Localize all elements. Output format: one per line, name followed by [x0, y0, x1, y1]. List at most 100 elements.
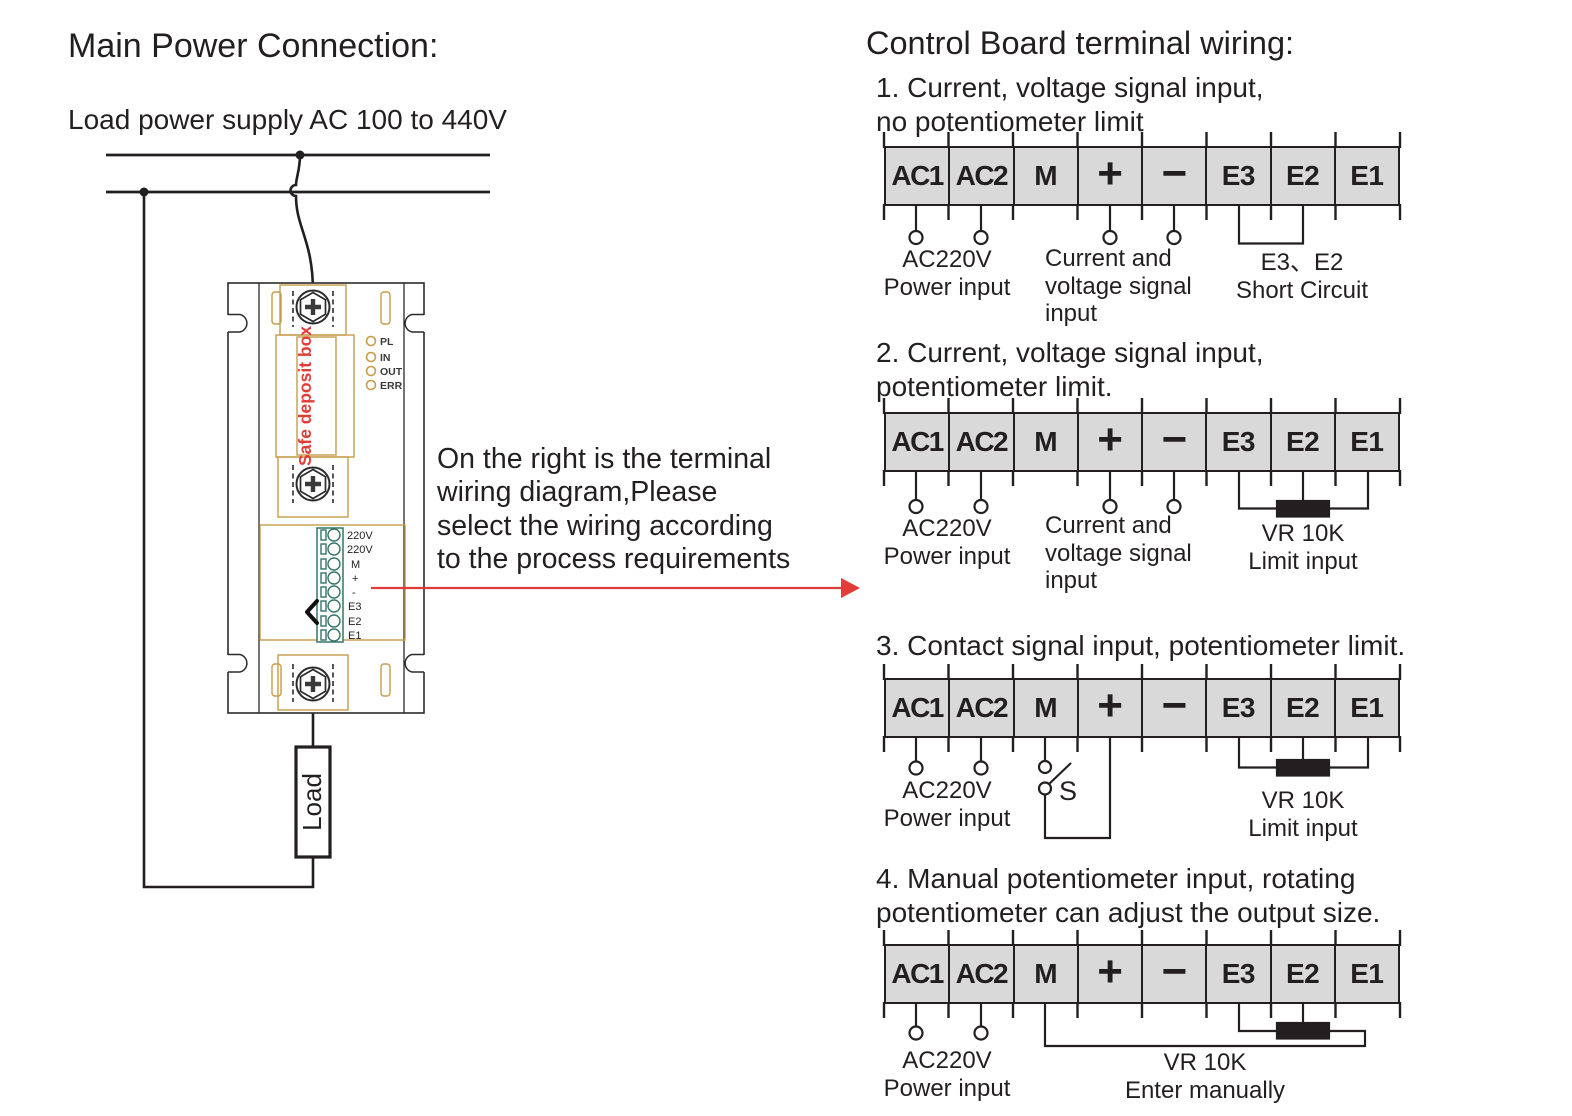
load-label: Load [297, 773, 327, 831]
terminal-cell-e3: E3 [1205, 148, 1269, 204]
heading-line: 1. Current, voltage signal input, [876, 72, 1264, 103]
note-line: to the process requirements [437, 543, 791, 576]
terminal-cell-e1: E1 [1333, 680, 1398, 736]
supply-label: Load power supply AC 100 to 440V [68, 104, 507, 135]
terminal-cell-ac1: AC1 [891, 958, 944, 989]
safe-deposit-box-label: Safe deposit box [295, 326, 315, 466]
terminal-cell-e3: E3 [1205, 946, 1269, 1002]
chevron-left-icon [305, 599, 319, 625]
device-terminal-label: 220V [347, 544, 373, 556]
strip3-ticks [882, 664, 1402, 752]
terminal-cell-e1: E1 [1333, 414, 1398, 470]
section4-wires [908, 1004, 1367, 1048]
load-box: Load [294, 745, 332, 859]
section1-heading: 1. Current, voltage signal input, no pot… [876, 71, 1264, 138]
terminal-cell-e2: E2 [1269, 946, 1334, 1002]
device-terminal-label: M [351, 559, 360, 571]
terminal-cell-minus: − [1141, 946, 1205, 1002]
short-circuit-bracket [1237, 206, 1305, 245]
led-label: PL [380, 336, 394, 348]
red-arrow [371, 578, 860, 598]
terminal-cell-plus: + [1076, 414, 1141, 470]
strip2-ticks [882, 398, 1402, 486]
device-terminal-label: 220V [347, 530, 373, 542]
section3-heading: 3. Contact signal input, potentiometer l… [876, 629, 1405, 663]
wire-return-loop [142, 192, 315, 889]
led-label: IN [380, 352, 391, 364]
section2-heading: 2. Current, voltage signal input, potent… [876, 336, 1264, 403]
device-terminal-block: 220V 220V M + - E3 E2 E1 [305, 527, 373, 643]
strip4-ticks [882, 930, 1402, 1018]
terminal-cell-e2: E2 [1269, 148, 1334, 204]
terminal-cell-e2: E2 [1269, 680, 1334, 736]
section2-wires [908, 472, 1370, 518]
heading-line: no potentiometer limit [876, 105, 1144, 137]
heading-line: 4. Manual potentiometer input, rotating [876, 863, 1356, 894]
terminal-cell-m: M [1012, 946, 1077, 1002]
terminal-strip-4: AC1 AC2 M + − E3 E2 E1 [884, 944, 1400, 1004]
terminal-strip-3: AC1 AC2 M + − E3 E2 E1 [884, 678, 1400, 738]
led-icon [365, 351, 377, 363]
terminal-strip-2: AC1 AC2 M + − E3 E2 E1 [884, 412, 1400, 472]
terminal-cell-plus: + [1076, 946, 1141, 1002]
device-terminal-label: - [352, 587, 356, 599]
heading-line: 2. Current, voltage signal input, [876, 337, 1264, 368]
terminal-cell-e1: E1 [1333, 148, 1398, 204]
screw-icon [295, 666, 331, 702]
terminal-cell-minus: − [1141, 680, 1205, 736]
section1-wires [908, 206, 1305, 246]
terminal-strip-1: AC1 AC2 M + − E3 E2 E1 [884, 146, 1400, 206]
section4-heading: 4. Manual potentiometer input, rotating … [876, 862, 1380, 929]
led-label: OUT [380, 366, 403, 378]
control-board-title: Control Board terminal wiring: [866, 25, 1295, 61]
terminal-cell-minus: − [1141, 414, 1205, 470]
terminal-cell-m: M [1012, 148, 1077, 204]
heading-line: 3. Contact signal input, potentiometer l… [876, 630, 1406, 661]
terminal-cell-e1: E1 [1333, 946, 1398, 1002]
screw-icon [295, 466, 331, 502]
note-line: wiring diagram,Please [437, 476, 718, 509]
terminal-cell-ac1: AC1 [891, 160, 944, 191]
device-terminal-label: E2 [348, 616, 361, 628]
manual-potentiometer [1043, 1004, 1367, 1048]
clamp-dashes [292, 291, 334, 702]
note-paragraph: On the right is the terminal wiring diag… [437, 443, 790, 577]
mounting-notches [226, 313, 426, 673]
potentiometer [1237, 472, 1370, 518]
led-icon [365, 379, 377, 391]
led-icon [365, 365, 377, 377]
terminal-cell-ac2: AC2 [948, 414, 1012, 470]
potentiometer [1237, 738, 1370, 777]
terminal-cell-ac2: AC2 [948, 148, 1012, 204]
heading-line: potentiometer can adjust the output size… [876, 896, 1381, 928]
terminal-cell-e2: E2 [1269, 414, 1334, 470]
terminal-cell-m: M [1012, 680, 1077, 736]
device-terminal-label: E3 [348, 601, 361, 613]
terminal-cell-e3: E3 [1205, 680, 1269, 736]
note-line: select the wiring according [437, 509, 773, 542]
led-icon [365, 335, 377, 347]
main-power-title: Main Power Connection: [68, 27, 439, 65]
terminal-cell-m: M [1012, 414, 1077, 470]
terminal-cell-e3: E3 [1205, 414, 1269, 470]
switch [1037, 738, 1112, 840]
device-terminal-label: + [352, 573, 358, 585]
terminal-cell-minus: − [1141, 148, 1205, 204]
switch-label: S [1059, 776, 1078, 806]
device-body: Safe deposit box PL IN OUT ERR [226, 282, 426, 714]
heading-line: potentiometer limit. [876, 370, 1113, 402]
terminal-cell-ac2: AC2 [948, 680, 1012, 736]
wire-supply-to-device [289, 154, 315, 293]
terminal-cell-plus: + [1076, 680, 1141, 736]
section3-wires [908, 738, 1370, 840]
